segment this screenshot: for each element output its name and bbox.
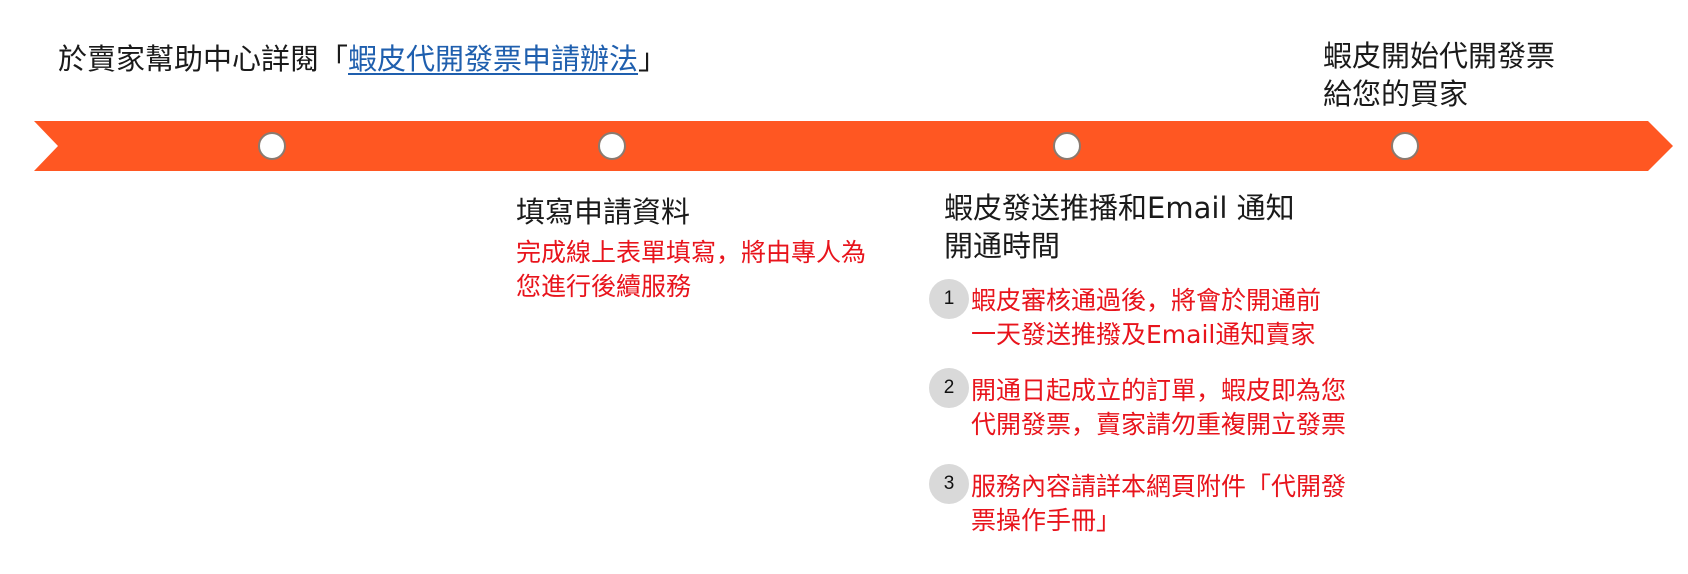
step-1-prefix: 於賣家幫助中心詳閱「: [58, 42, 349, 76]
step-4-line-1: 蝦皮開始代開發票: [1323, 39, 1556, 73]
timeline-marker-4: [1391, 132, 1419, 160]
step-2-note-line-1: 完成線上表單填寫，將由專人為: [516, 238, 867, 267]
step-3-title-line-2: 開通時間: [944, 229, 1061, 263]
timeline-marker-2: [598, 132, 626, 160]
number-badge-2: 2: [929, 368, 969, 408]
step-4-caption: 蝦皮開始代開發票 給您的買家: [1323, 37, 1555, 113]
notify-item-2-line-1: 開通日起成立的訂單，蝦皮即為您: [971, 376, 1347, 405]
notify-item-1-line-1: 蝦皮審核通過後，將會於開通前: [971, 286, 1322, 315]
timeline-marker-1: [258, 132, 286, 160]
step-2-note-line-2: 您進行後續服務: [516, 272, 692, 301]
number-badge-3: 3: [929, 464, 969, 504]
notify-item-1-line-2: 一天發送推撥及Email通知賣家: [971, 320, 1316, 349]
notify-item-2-line-2: 代開發票，賣家請勿重複開立發票: [971, 410, 1347, 439]
notify-item-3-line-2: 票操作手冊」: [971, 506, 1122, 535]
step-3-title-line-1: 蝦皮發送推播和Email 通知: [944, 191, 1295, 225]
number-badge-1: 1: [929, 279, 969, 319]
notify-item-3-line-1: 服務內容請詳本網頁附件「代開發: [971, 472, 1347, 501]
step-2-block: 填寫申請資料 完成線上表單填寫，將由專人為 您進行後續服務: [516, 193, 866, 304]
notify-item-3-text: 服務內容請詳本網頁附件「代開發 票操作手冊」: [971, 470, 1346, 538]
step-2-note: 完成線上表單填寫，將由專人為 您進行後續服務: [516, 236, 866, 304]
step-1-caption: 於賣家幫助中心詳閱「蝦皮代開發票申請辦法」: [58, 40, 667, 78]
step-1-suffix: 」: [638, 42, 668, 76]
step-4-line-2: 給您的買家: [1323, 77, 1469, 111]
notify-item-1-text: 蝦皮審核通過後，將會於開通前 一天發送推撥及Email通知賣家: [971, 284, 1321, 352]
step-3-title: 蝦皮發送推播和Email 通知 開通時間: [944, 189, 1295, 265]
application-rules-link[interactable]: 蝦皮代開發票申請辦法: [348, 42, 639, 76]
notify-item-2-text: 開通日起成立的訂單，蝦皮即為您 代開發票，賣家請勿重複開立發票: [971, 374, 1346, 442]
step-2-title: 填寫申請資料: [516, 195, 691, 229]
timeline-marker-3: [1053, 132, 1081, 160]
